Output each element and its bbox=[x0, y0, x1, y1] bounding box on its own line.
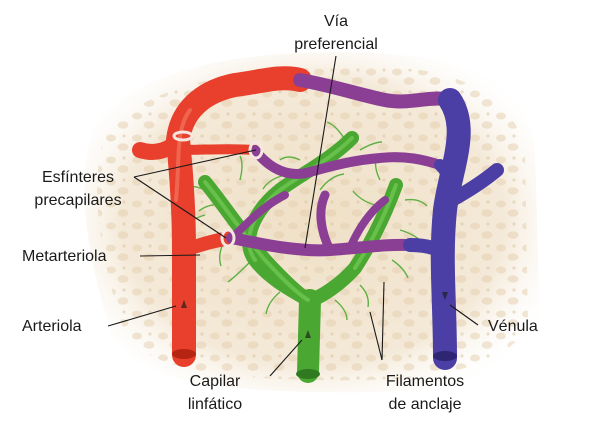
label-venula: Vénula bbox=[488, 318, 538, 335]
label-via-preferencial-2: preferencial bbox=[294, 36, 378, 53]
label-capilar-1: Capilar bbox=[190, 373, 241, 390]
lymphatic-end bbox=[296, 369, 320, 379]
label-capilar-2: linfático bbox=[188, 396, 242, 413]
label-arteriola: Arteriola bbox=[22, 318, 82, 335]
label-esfinteres-1: Esfínteres bbox=[42, 169, 114, 186]
label-filamentos-2: de anclaje bbox=[389, 396, 462, 413]
label-esfinteres-2: precapilares bbox=[34, 192, 121, 209]
arteriole-end bbox=[172, 349, 196, 359]
label-filamentos-1: Filamentos bbox=[386, 373, 464, 390]
label-metarteriola: Metarteriola bbox=[22, 248, 107, 265]
label-via-preferencial-1: Vía bbox=[324, 13, 348, 30]
venule-end bbox=[433, 351, 457, 361]
